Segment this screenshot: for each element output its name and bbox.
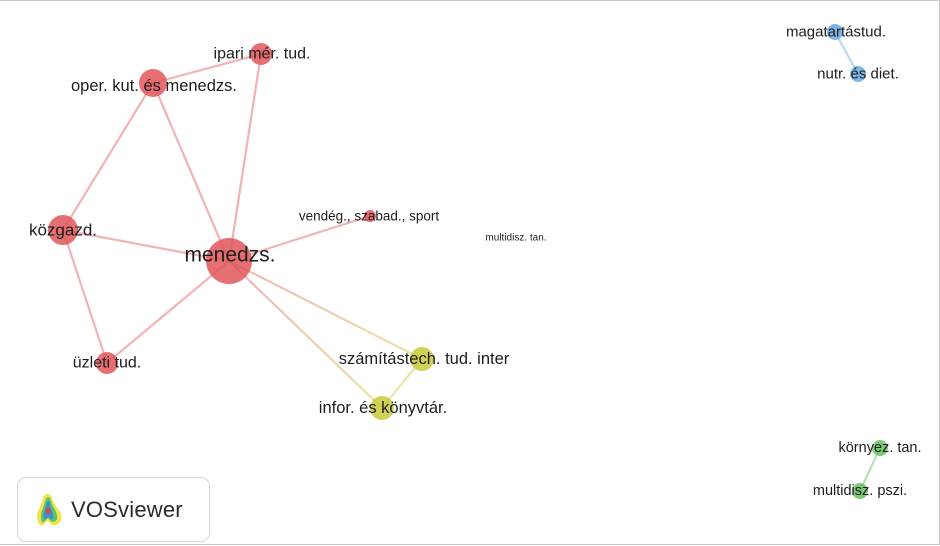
link-menedzs-uzleti xyxy=(105,259,231,365)
link-menedzs-oper xyxy=(151,81,231,263)
node-label-oper[interactable]: oper. kut. és menedzs. xyxy=(71,77,237,95)
node-infor[interactable] xyxy=(370,396,394,420)
link-menedzs-kozgazd xyxy=(61,228,231,263)
link-menedzs-szamitas xyxy=(227,259,424,361)
node-label-kornyez[interactable]: környez. tan. xyxy=(838,440,921,456)
node-vendeg[interactable] xyxy=(364,210,376,222)
node-menedzs[interactable] xyxy=(206,238,252,284)
vosviewer-logo: VOSviewer xyxy=(17,477,210,542)
link-menedzs-ipari xyxy=(227,52,263,263)
node-kornyez[interactable] xyxy=(872,440,888,456)
node-label-szamitas[interactable]: számítástech. tud. inter xyxy=(339,350,510,368)
link-oper-ipari xyxy=(151,52,263,85)
node-magatar[interactable] xyxy=(827,24,843,40)
vosviewer-logo-icon xyxy=(37,493,62,526)
node-label-infor[interactable]: infor. és könyvtár. xyxy=(319,399,447,417)
node-label-multitan[interactable]: multidisz. tan. xyxy=(485,233,546,244)
node-label-vendeg[interactable]: vendég., szabad., sport xyxy=(299,209,440,224)
node-kozgazd[interactable] xyxy=(48,215,78,245)
node-label-nutr[interactable]: nutr. és diet. xyxy=(817,66,899,83)
node-szamitas[interactable] xyxy=(410,347,434,371)
node-uzleti[interactable] xyxy=(96,352,118,374)
node-label-uzleti[interactable]: üzleti tud. xyxy=(73,355,141,372)
node-oper[interactable] xyxy=(139,69,167,97)
link-kozgazd-uzleti xyxy=(61,228,109,365)
vosviewer-logo-text: VOSviewer xyxy=(71,496,183,522)
node-label-multipszi[interactable]: multidisz. pszi. xyxy=(813,483,907,499)
node-label-ipari[interactable]: ipari mér. tud. xyxy=(214,46,311,63)
node-ipari[interactable] xyxy=(250,43,272,65)
link-menedzs-vendeg xyxy=(227,214,372,263)
node-label-kozgazd[interactable]: közgazd. xyxy=(29,221,97,240)
node-nutr[interactable] xyxy=(850,66,866,82)
link-menedzs-infor xyxy=(227,259,384,410)
node-multipszi[interactable] xyxy=(852,483,868,499)
node-label-menedzs[interactable]: menedzs. xyxy=(184,244,275,267)
node-label-magatar[interactable]: magatartástud. xyxy=(786,24,886,41)
link-kozgazd-oper xyxy=(61,81,155,232)
